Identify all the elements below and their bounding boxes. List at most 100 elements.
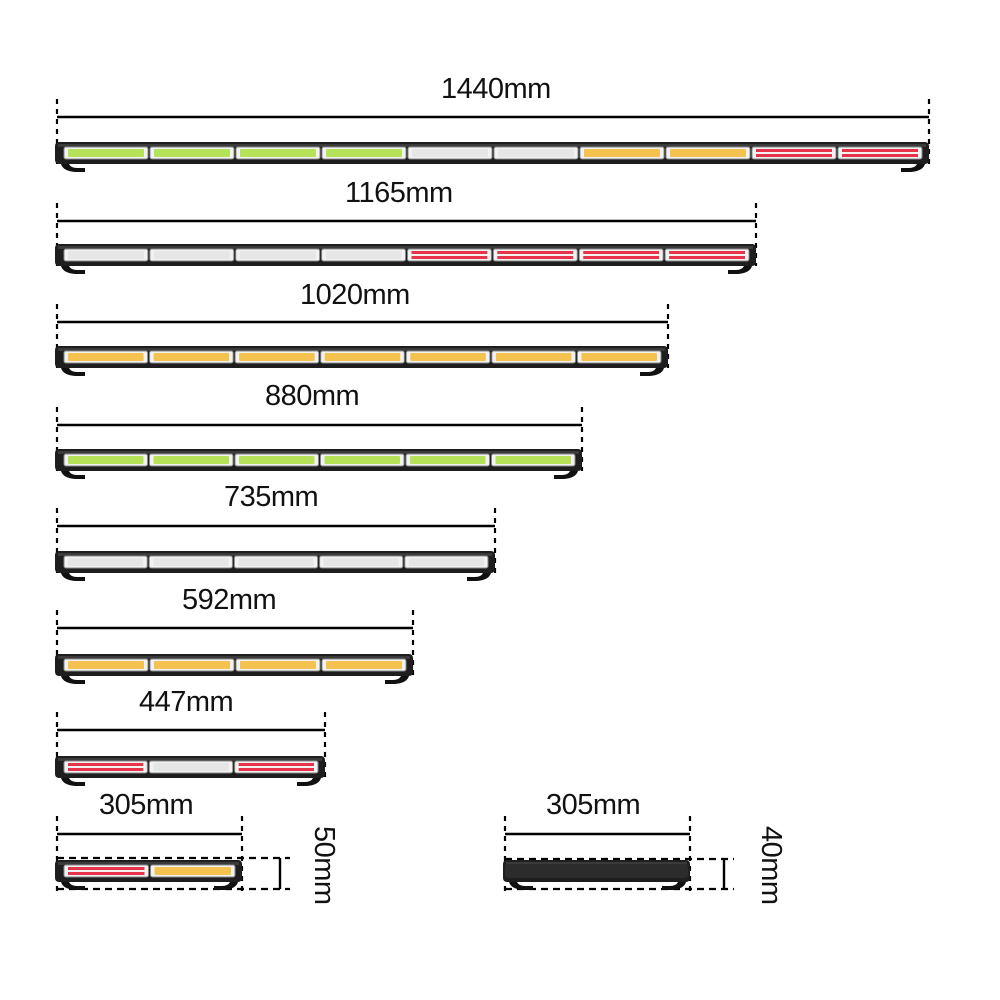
led-strip-top	[756, 149, 832, 152]
led-strip-bottom	[583, 256, 660, 259]
led-module-red	[664, 248, 750, 262]
led-strip	[326, 149, 402, 157]
mount-foot-left	[61, 368, 85, 376]
length-label-592: 592mm	[182, 584, 277, 616]
housing-highlight	[58, 451, 579, 454]
length-label-880: 880mm	[265, 380, 360, 412]
led-strip	[68, 456, 144, 464]
mount-foot-left	[61, 778, 85, 786]
led-strip	[153, 251, 230, 259]
led-strip	[68, 558, 144, 566]
led-strip	[325, 251, 402, 259]
mount-foot-left	[61, 573, 85, 581]
length-label-305-left: 305mm	[99, 789, 194, 821]
led-strip-bottom	[756, 154, 832, 157]
led-module-frame	[407, 248, 492, 262]
led-strip-top	[497, 251, 574, 254]
led-module-amber	[149, 658, 235, 672]
led-module-white	[404, 555, 489, 569]
led-module-white	[149, 248, 235, 262]
mount-foot-right	[640, 368, 664, 376]
led-strip	[324, 353, 401, 361]
led-strip-bottom	[68, 768, 144, 771]
housing-highlight	[58, 656, 410, 659]
mount-foot-right	[901, 164, 925, 172]
led-module-frame	[578, 248, 664, 262]
led-strip	[495, 353, 572, 361]
led-module-amber	[63, 658, 149, 672]
led-strip-top	[411, 251, 488, 254]
led-strip	[239, 353, 315, 361]
led-strip-top	[68, 763, 144, 766]
led-strip	[408, 558, 484, 566]
led-module-amber	[149, 350, 234, 364]
led-strip	[68, 661, 144, 669]
led-strip	[495, 456, 571, 464]
led-module-white	[233, 555, 319, 569]
led-module-green	[320, 453, 405, 467]
led-module-amber	[150, 864, 236, 878]
led-strip	[153, 763, 229, 771]
length-label-305-right: 305mm	[546, 789, 641, 821]
mount-foot-right	[297, 778, 321, 786]
light-bar-305a	[55, 860, 242, 890]
housing-highlight	[58, 246, 753, 249]
led-strip	[238, 558, 314, 566]
led-module-frame	[234, 760, 319, 774]
light-bar-880	[55, 449, 582, 479]
led-strip	[68, 353, 144, 361]
led-module-amber	[665, 146, 751, 160]
led-module-green	[405, 453, 490, 467]
length-label-735: 735mm	[224, 481, 319, 513]
led-strip	[410, 456, 486, 464]
light-bar-735	[55, 551, 495, 581]
led-strip-top	[68, 867, 145, 870]
dark-lens	[505, 864, 688, 878]
led-module-amber	[579, 146, 665, 160]
led-module-white	[321, 248, 406, 262]
housing-highlight	[58, 348, 665, 351]
led-module-frame	[492, 248, 578, 262]
led-strip	[239, 251, 316, 259]
housing-highlight	[58, 144, 926, 147]
led-strip	[154, 149, 230, 157]
led-module-green	[234, 453, 319, 467]
led-strip	[584, 149, 660, 157]
led-strip	[68, 149, 144, 157]
mount-foot-left	[61, 471, 85, 479]
mount-foot-left	[61, 164, 85, 172]
led-module-red	[234, 760, 319, 774]
led-strip	[239, 456, 315, 464]
light-bar-1165	[55, 244, 756, 274]
led-module-red	[407, 248, 492, 262]
led-strip-bottom	[842, 154, 918, 157]
length-label-1020: 1020mm	[300, 279, 410, 311]
mount-foot-right	[554, 471, 578, 479]
led-strip-bottom	[411, 256, 488, 259]
led-module-green	[321, 146, 407, 160]
led-module-white	[63, 248, 149, 262]
led-strip-bottom	[669, 256, 745, 259]
led-strip-bottom	[68, 872, 145, 875]
led-module-green	[235, 146, 321, 160]
led-module-amber	[405, 350, 491, 364]
led-module-white	[235, 248, 321, 262]
led-strip	[581, 353, 657, 361]
led-strip	[240, 149, 316, 157]
led-module-frame	[664, 248, 750, 262]
housing-highlight	[58, 758, 322, 761]
led-module-green	[63, 453, 148, 467]
led-module-red	[578, 248, 664, 262]
led-module-red	[63, 760, 148, 774]
led-strip	[154, 661, 230, 669]
led-strip	[498, 149, 574, 157]
length-label-1440: 1440mm	[441, 73, 551, 105]
led-module-red	[837, 146, 923, 160]
led-module-green	[63, 146, 149, 160]
led-strip	[326, 661, 402, 669]
led-module-amber	[321, 658, 407, 672]
led-strip	[153, 558, 229, 566]
led-strip	[323, 558, 399, 566]
length-label-1165: 1165mm	[345, 177, 453, 209]
